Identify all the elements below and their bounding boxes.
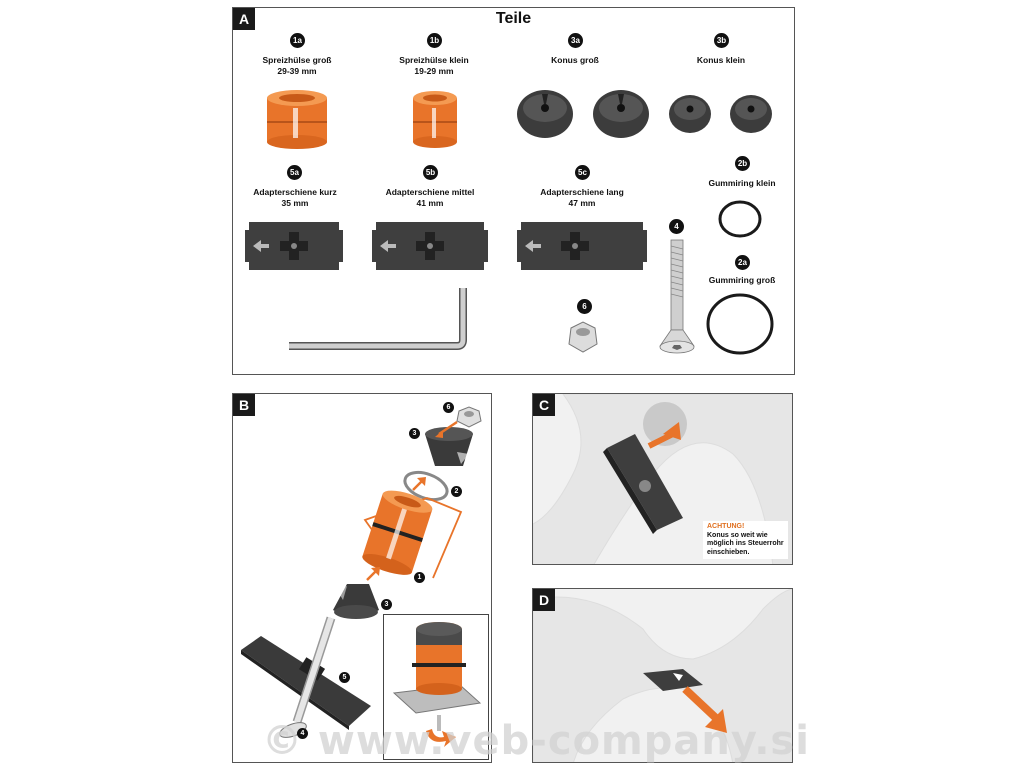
panel-a-tag: A: [233, 8, 255, 30]
badge-6: 6: [577, 299, 592, 314]
panel-d: D: [532, 588, 793, 763]
assembly-cone-top: [425, 427, 473, 466]
badge-5b: 5b: [423, 165, 438, 180]
badge-5a: 5a: [287, 165, 302, 180]
assembly-arrow-3: [366, 567, 380, 581]
badge-4: 4: [669, 219, 684, 234]
badge-3a: 3a: [568, 33, 583, 48]
assembly-badge-2: 2: [451, 486, 462, 497]
cone-small-image-1: [669, 95, 711, 133]
ring-large-image: [706, 293, 774, 355]
assembly-badge-3-bottom: 3: [381, 599, 392, 610]
assembly-cone-bottom: [333, 584, 379, 619]
panel-a-title: Teile: [495, 10, 532, 27]
assembly-badge-4: 4: [297, 728, 308, 739]
cone-large-image-2: [593, 90, 649, 138]
badge-2b: 2b: [735, 156, 750, 171]
ring-small-image: [718, 200, 762, 238]
sleeve-small-image: [413, 91, 457, 148]
label-3b: Konus klein: [696, 55, 746, 65]
fork-underside-illustration: [533, 589, 792, 762]
panel-b-tag: B: [233, 394, 255, 416]
assembly-inset: [383, 614, 489, 760]
panel-c-tag: C: [533, 394, 555, 416]
assembly-badge-1: 1: [414, 572, 425, 583]
panel-c: C ACHTUNG! Konus so weit wie möglich ins…: [532, 393, 793, 565]
rail-medium-image: [372, 222, 488, 270]
warning-title: ACHTUNG!: [707, 523, 745, 530]
rail-long-image: [517, 222, 647, 270]
panel-b: B 6 3 2 1 3: [232, 393, 492, 763]
label-3a: Konus groß: [551, 55, 599, 65]
sleeve-large-image: [267, 90, 327, 149]
warning-note: ACHTUNG! Konus so weit wie möglich ins S…: [703, 521, 788, 559]
badge-1a: 1a: [290, 33, 305, 48]
assembly-badge-6: 6: [443, 402, 454, 413]
badge-2a: 2a: [735, 255, 750, 270]
warning-line-2: möglich ins Steuerrohr: [707, 540, 784, 547]
cone-small-image-2: [730, 95, 772, 133]
assembly-bolt: [279, 616, 336, 738]
cone-large-image-1: [517, 90, 573, 138]
label-2b: Gummiring klein: [708, 178, 776, 188]
badge-1b: 1b: [427, 33, 442, 48]
assembly-badge-3-top: 3: [409, 428, 420, 439]
panel-d-tag: D: [533, 589, 555, 611]
label-2a: Gummiring groß: [708, 275, 776, 285]
fork-crown-illustration: [533, 394, 792, 564]
warning-line-1: Konus so weit wie: [707, 531, 768, 539]
assembly-rubber-ring: [403, 470, 449, 502]
warning-line-3: einschieben.: [707, 548, 750, 556]
nut-image: [568, 321, 598, 353]
badge-3b: 3b: [714, 33, 729, 48]
assembly-sleeve: [362, 490, 433, 575]
rail-short-image: [245, 222, 343, 270]
inset-assembled-mount: [392, 622, 482, 747]
screw-image: [659, 239, 695, 354]
assembly-badge-5: 5: [339, 672, 350, 683]
allen-key-image: [289, 288, 467, 350]
assembly-arrow-2: [412, 477, 426, 491]
badge-5c: 5c: [575, 165, 590, 180]
assembly-nut: [456, 406, 482, 428]
watermark: © www.veb-company.si: [262, 718, 810, 764]
assembly-arrow-1: [435, 420, 458, 438]
